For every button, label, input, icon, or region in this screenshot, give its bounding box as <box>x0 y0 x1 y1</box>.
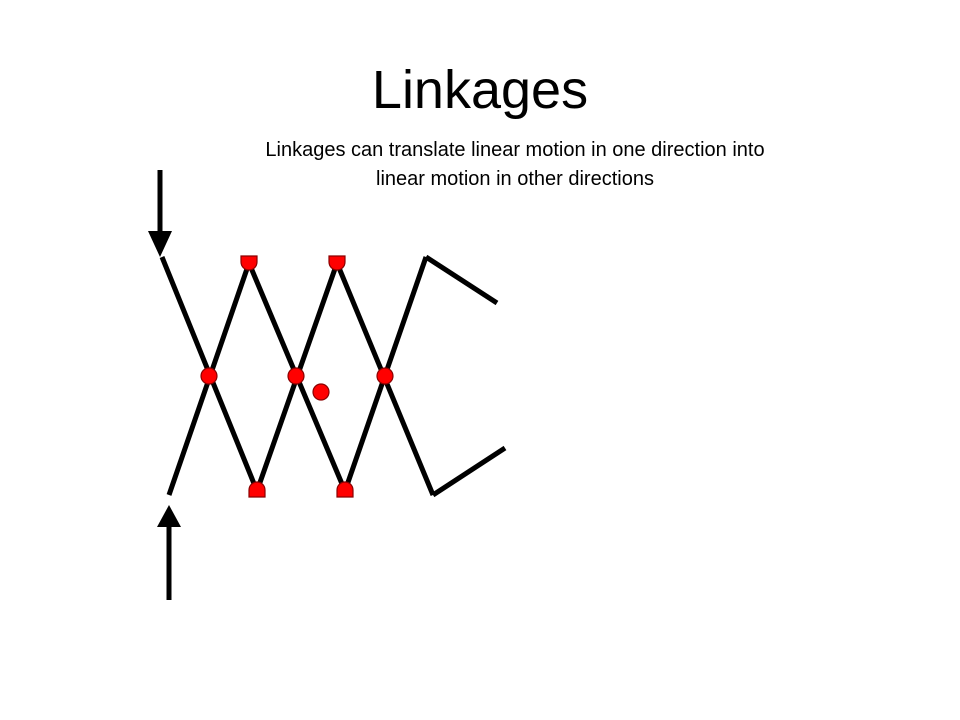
input-arrow-head <box>148 231 172 257</box>
input-force-arrow <box>148 170 172 257</box>
jaw-lower <box>431 445 507 498</box>
reaction-arrow-head <box>157 505 181 527</box>
jaw-upper <box>424 254 499 306</box>
pivot-joints <box>200 367 394 401</box>
joint-bottom <box>336 481 354 498</box>
joint-top <box>240 255 258 271</box>
subtitle-line-1: Linkages can translate linear motion in … <box>265 139 765 161</box>
slide-subtitle: Linkages can translate linear motion in … <box>195 136 835 194</box>
pivot-joint <box>287 367 305 385</box>
slide-title: Linkages <box>371 60 589 120</box>
reaction-force-arrow <box>157 505 181 600</box>
fixed-pivot <box>312 383 330 401</box>
joint-top <box>328 255 346 271</box>
pivot-joint <box>376 367 394 385</box>
pivot-joint <box>200 367 218 385</box>
joint-bottom <box>248 481 266 498</box>
end-joints <box>240 255 354 498</box>
subtitle-line-2: linear motion in other directions <box>376 168 654 190</box>
